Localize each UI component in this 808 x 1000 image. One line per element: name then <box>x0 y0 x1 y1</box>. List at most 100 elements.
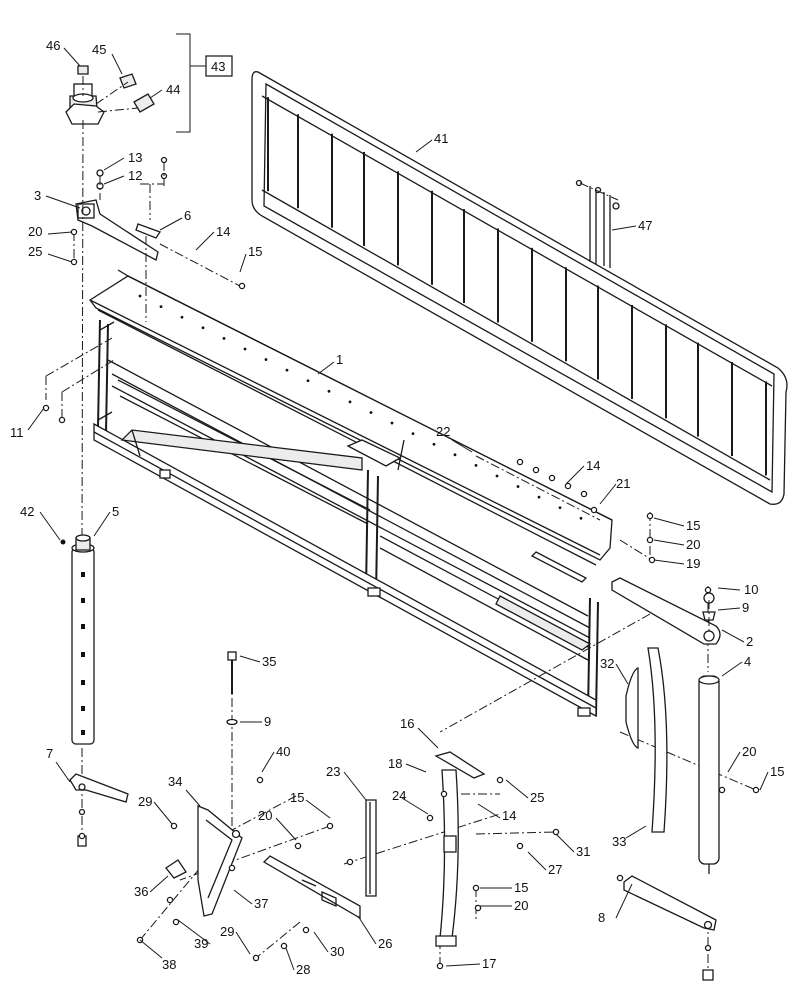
frame-rivet <box>411 432 415 436</box>
hardware-item <box>346 858 354 866</box>
frame-rivet <box>558 506 562 510</box>
callout-leader <box>103 175 125 185</box>
callout-leader <box>39 511 61 541</box>
callout-20-e: 20 <box>514 898 528 913</box>
hardware-item <box>256 776 264 784</box>
callout-18: 18 <box>388 756 402 771</box>
callout-47: 47 <box>638 218 652 233</box>
callout-leader <box>653 517 685 527</box>
hardware-item <box>752 786 760 794</box>
right-roller <box>698 675 720 874</box>
hardware-item <box>440 790 448 798</box>
frame-rivet <box>516 485 520 488</box>
callout-15-d: 15 <box>290 790 304 805</box>
main-frame <box>89 269 613 718</box>
hardware-item <box>294 842 302 850</box>
frame-rivet <box>579 516 583 520</box>
callout-leader <box>759 771 769 791</box>
callout-35: 35 <box>262 654 276 669</box>
callout-31: 31 <box>576 844 590 859</box>
callout-leader <box>653 539 685 546</box>
frame-rivets <box>138 294 583 520</box>
hardware-item <box>228 864 236 872</box>
callout-42: 42 <box>20 504 34 519</box>
side-board-panel <box>251 71 788 505</box>
frame-rivet <box>453 453 457 457</box>
rub-strip-assembly <box>625 647 668 833</box>
callout-20-d: 20 <box>258 808 272 823</box>
callout-leader <box>527 851 547 871</box>
callout-12: 12 <box>128 168 142 183</box>
long-bolt <box>226 651 238 726</box>
hardware-item <box>548 474 556 482</box>
callout-32: 32 <box>600 656 614 671</box>
roller-hole <box>81 680 85 685</box>
callout-leader <box>239 253 247 273</box>
callout-leader <box>615 663 629 685</box>
callout-37: 37 <box>254 896 268 911</box>
hardware-item <box>472 884 480 892</box>
hardware-item <box>436 962 444 970</box>
callout-leader <box>239 655 261 663</box>
callout-30: 30 <box>330 944 344 959</box>
callout-leader <box>313 931 329 953</box>
callout-leader <box>45 195 81 209</box>
callout-7: 7 <box>46 746 53 761</box>
callout-2: 2 <box>746 634 753 649</box>
hardware-item <box>166 896 174 904</box>
callout-23: 23 <box>326 764 340 779</box>
frame-rivet <box>495 474 499 478</box>
callout-leader <box>93 511 111 537</box>
callout-40: 40 <box>276 744 290 759</box>
hardware-item <box>172 918 180 926</box>
hardware-item <box>326 822 334 830</box>
vertical-post <box>365 799 377 897</box>
callout-8: 8 <box>598 910 605 925</box>
callout-15-b: 15 <box>686 518 700 533</box>
callout-4: 4 <box>744 654 751 669</box>
callout-13: 13 <box>128 150 142 165</box>
callout-leader <box>717 587 741 591</box>
callout-20-b: 20 <box>686 537 700 552</box>
callout-leader <box>599 483 617 505</box>
roller-holes <box>81 572 85 735</box>
roller-hole <box>81 572 85 577</box>
hardware-item <box>580 490 588 498</box>
hardware-item <box>302 926 310 934</box>
hardware-item <box>646 536 654 544</box>
hardware-item <box>58 416 66 424</box>
frame-rivet <box>159 305 163 309</box>
callout-22: 22 <box>436 424 450 439</box>
frame-rivet <box>243 347 247 351</box>
frame-rivet <box>285 368 289 372</box>
callout-leader <box>285 947 295 971</box>
callout-leader <box>727 751 741 773</box>
callout-leader <box>149 89 163 99</box>
callout-leader <box>357 915 377 945</box>
callout-leader <box>235 931 251 955</box>
hardware-item <box>426 814 434 822</box>
callout-leader <box>415 139 433 153</box>
left-roller <box>60 534 95 745</box>
frame-rivet <box>222 336 226 340</box>
hardware-item <box>718 786 726 794</box>
callout-14-c: 14 <box>502 808 516 823</box>
hardware-item <box>70 228 78 236</box>
callout-leader <box>47 253 73 263</box>
callout-11: 11 <box>10 425 24 440</box>
lower-bracket-right <box>623 875 717 981</box>
frame-rivet <box>369 411 373 414</box>
hardware-item <box>516 458 524 466</box>
callout-leader <box>233 889 253 905</box>
callout-20-c: 20 <box>742 744 756 759</box>
upper-right-bracket <box>611 577 721 645</box>
callout-29-b: 29 <box>220 924 234 939</box>
support-bracket <box>165 805 243 917</box>
callout-leader <box>343 771 367 801</box>
panel-bolt-set <box>575 179 620 268</box>
callout-leader <box>555 833 575 853</box>
callout-17: 17 <box>482 956 496 971</box>
frame-rivet <box>432 442 436 446</box>
callout-28: 28 <box>296 962 310 977</box>
